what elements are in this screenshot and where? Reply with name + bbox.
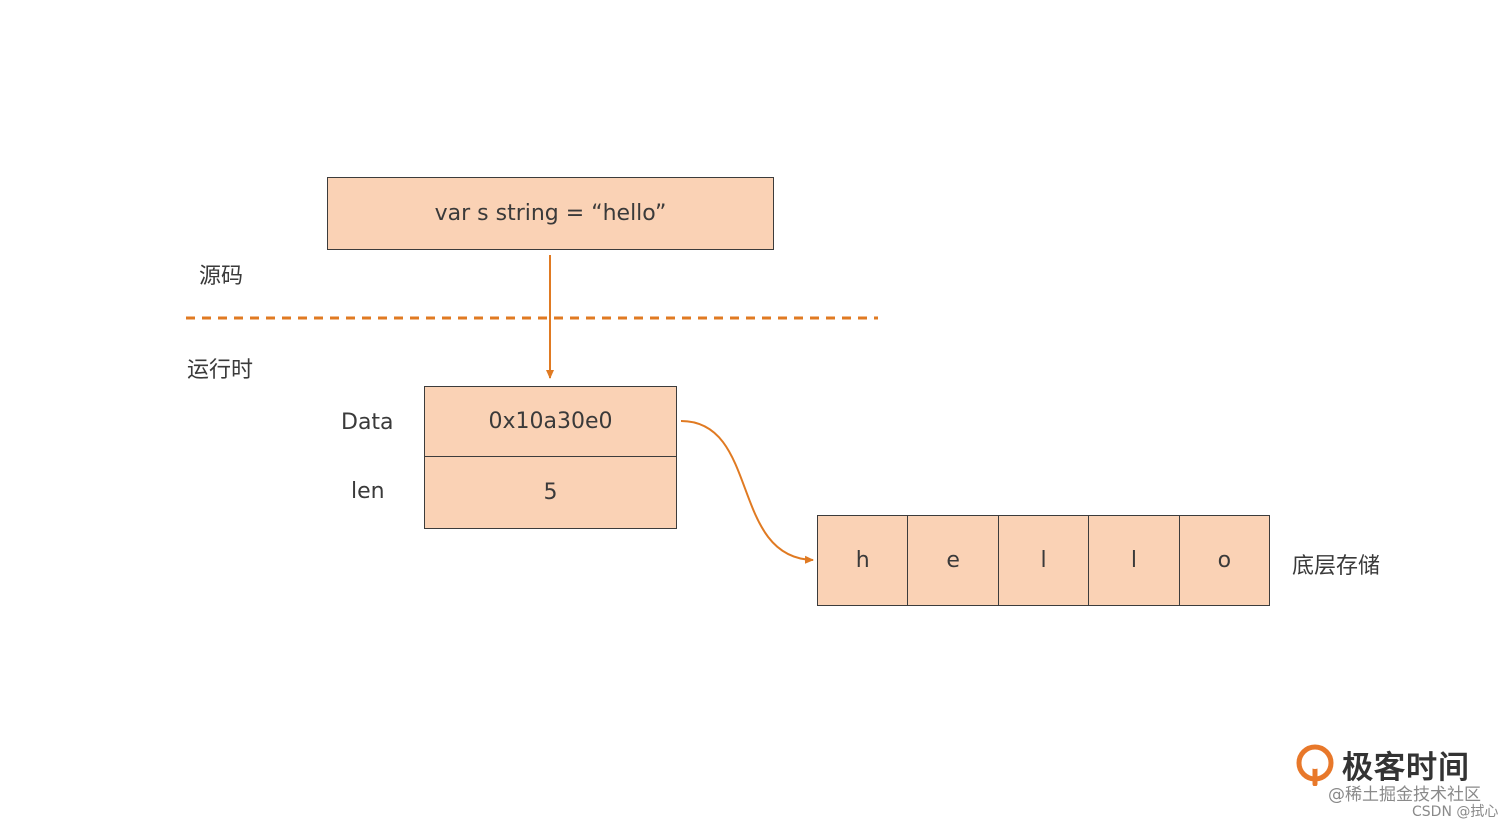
byte-cell: e <box>908 516 999 605</box>
length-cell: 5 <box>425 457 676 528</box>
data-pointer-cell: 0x10a30e0 <box>425 387 676 457</box>
runtime-section-label: 运行时 <box>187 358 254 383</box>
byte-char: e <box>946 548 960 573</box>
geektime-logo: 极客时间 <box>1296 742 1470 787</box>
source-code-box: var s string = “hello” <box>327 177 774 250</box>
logo-text: 极客时间 <box>1342 750 1470 786</box>
byte-char: l <box>1130 548 1137 573</box>
byte-cell: h <box>818 516 909 605</box>
data-pointer-value: 0x10a30e0 <box>488 409 613 434</box>
byte-cell: l <box>999 516 1090 605</box>
byte-char: h <box>855 548 870 573</box>
byte-char: l <box>1040 548 1047 573</box>
geektime-logo-icon <box>1296 744 1334 786</box>
byte-char: o <box>1217 548 1232 573</box>
byte-cell: l <box>1089 516 1180 605</box>
source-section-label: 源码 <box>199 264 244 289</box>
source-code-text: var s string = “hello” <box>434 201 667 226</box>
data-pointer-arrow <box>680 420 814 564</box>
string-header-struct: 0x10a30e0 5 <box>424 386 677 529</box>
byte-cell: o <box>1180 516 1269 605</box>
watermark-csdn: CSDN @拭心 <box>1412 804 1499 820</box>
field-name-data: Data <box>341 410 394 435</box>
field-name-len: len <box>351 479 385 504</box>
storage-label: 底层存储 <box>1292 554 1381 579</box>
watermark-juejin: @稀土掘金技术社区 <box>1328 785 1481 805</box>
byte-array: h e l l o <box>817 515 1270 606</box>
length-value: 5 <box>543 480 558 505</box>
